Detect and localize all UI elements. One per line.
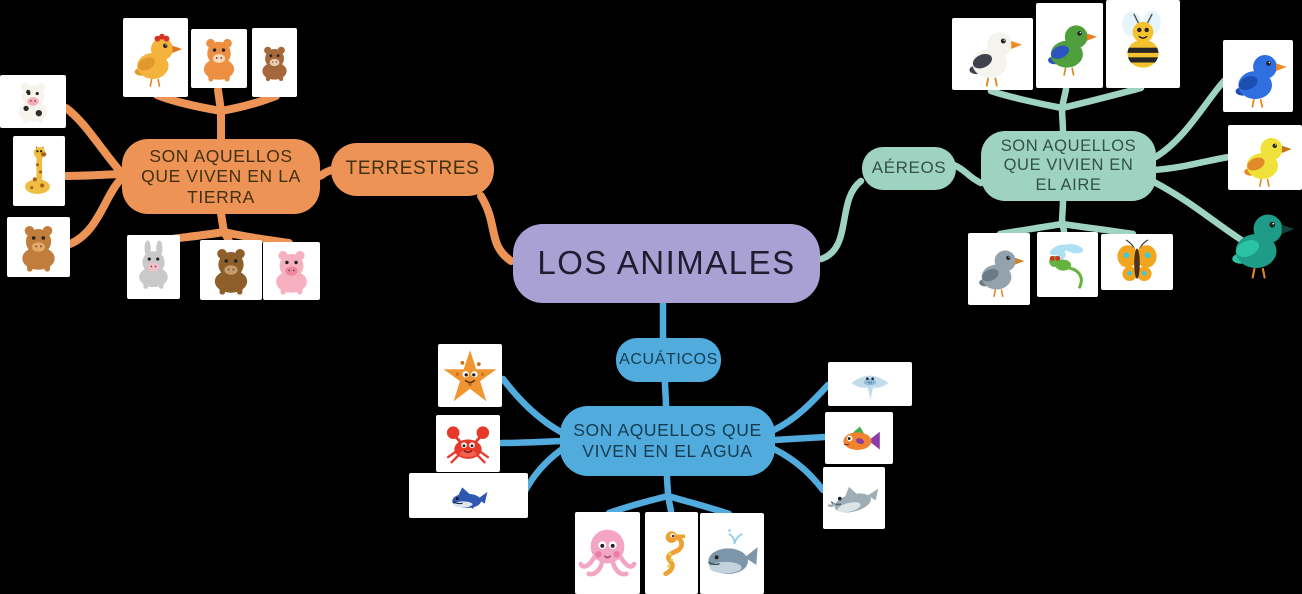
horse-image[interactable] <box>200 240 262 300</box>
pigeon-image[interactable] <box>968 233 1030 305</box>
bear-image[interactable] <box>7 217 70 277</box>
shark-image[interactable] <box>409 473 528 518</box>
dolphin-image[interactable] <box>823 467 885 529</box>
pelican-image[interactable] <box>952 18 1033 90</box>
giraffe-image[interactable] <box>13 136 65 206</box>
hummingbird-icon <box>1232 214 1295 279</box>
rabbit-icon <box>139 240 168 289</box>
connector-path <box>1058 104 1067 136</box>
terrestres-description-node[interactable]: SON AQUELLOS QUE VIVEN EN LA TIERRA <box>122 139 320 214</box>
parrot-icon <box>1048 25 1097 76</box>
butterfly-icon <box>1117 239 1157 282</box>
hummingbird-image[interactable] <box>1217 197 1302 283</box>
octopus-image[interactable] <box>575 512 640 594</box>
shark-icon <box>452 487 488 509</box>
whale-icon <box>708 529 758 574</box>
acuaticos-label-node[interactable]: ACUÁTICOS <box>616 338 721 382</box>
blue-bird-image[interactable] <box>1223 40 1293 112</box>
connector-path <box>770 445 827 494</box>
chicken-image[interactable] <box>123 18 188 97</box>
cow-icon <box>18 82 48 124</box>
connector-path <box>950 161 985 187</box>
pig-image[interactable] <box>263 242 320 300</box>
fish-icon <box>843 426 880 450</box>
central-topic-node[interactable]: LOS ANIMALES <box>513 224 820 303</box>
connector-path <box>770 381 832 434</box>
crab-image[interactable] <box>436 415 500 472</box>
connector-path <box>770 433 829 444</box>
blue-bird-icon <box>1235 55 1287 108</box>
dragonfly-icon <box>1049 243 1084 289</box>
bee-image[interactable] <box>1106 0 1180 88</box>
pigeon-icon <box>979 250 1025 298</box>
stingray-icon <box>851 375 889 400</box>
connector-path <box>477 192 515 265</box>
connector-path <box>1150 178 1250 247</box>
dragonfly-image[interactable] <box>1037 232 1098 297</box>
connector-path <box>605 492 672 517</box>
yellow-bird-icon <box>1244 138 1292 187</box>
rabbit-image[interactable] <box>127 235 180 299</box>
bee-icon <box>1122 10 1161 68</box>
acuaticos-connectors <box>497 300 832 518</box>
dolphin-icon <box>827 486 879 513</box>
pelican-icon <box>969 32 1023 87</box>
starfish-image[interactable] <box>438 344 502 407</box>
dog-image[interactable] <box>252 28 297 97</box>
connector-path <box>987 87 1066 112</box>
giraffe-icon <box>24 146 50 194</box>
aereos-description-node[interactable]: SON AQUELLOS QUE VIVIEN EN EL AIRE <box>981 131 1156 201</box>
connector-path <box>1150 77 1228 162</box>
parrot-image[interactable] <box>1036 3 1103 88</box>
cat-image[interactable] <box>191 29 247 88</box>
yellow-bird-image[interactable] <box>1228 125 1302 190</box>
connector-path <box>316 166 336 180</box>
octopus-icon <box>578 529 637 577</box>
stingray-image[interactable] <box>828 362 912 406</box>
connector-path <box>1058 220 1137 238</box>
chicken-icon <box>134 33 183 87</box>
connector-path <box>664 492 733 518</box>
horse-icon <box>214 249 248 295</box>
crab-icon <box>446 426 490 464</box>
cow-image[interactable] <box>0 75 66 128</box>
butterfly-image[interactable] <box>1101 234 1173 290</box>
starfish-icon <box>443 350 497 402</box>
aereos-label-node[interactable]: AÉREOS <box>862 147 956 190</box>
connector-path <box>497 437 565 447</box>
connector-path <box>1058 196 1067 228</box>
aereos-connectors <box>817 77 1250 263</box>
connector-path <box>521 446 565 495</box>
acuaticos-description-node[interactable]: SON AQUELLOS QUE VIVEN EN EL AGUA <box>560 406 775 476</box>
connector-path <box>58 170 124 180</box>
connector-path <box>499 375 565 436</box>
fish-image[interactable] <box>825 412 893 464</box>
seahorse-image[interactable] <box>645 512 698 594</box>
whale-image[interactable] <box>700 513 764 594</box>
connector-path <box>66 176 124 248</box>
cat-icon <box>203 38 235 82</box>
terrestres-connectors <box>58 86 515 265</box>
terrestres-label-node[interactable]: TERRESTRES <box>331 143 494 196</box>
seahorse-icon <box>663 531 686 577</box>
connector-path <box>217 92 280 115</box>
connector-path <box>1058 84 1145 112</box>
connector-path <box>153 91 225 115</box>
bear-icon <box>22 226 55 272</box>
connector-path <box>1150 153 1233 174</box>
pig-icon <box>276 251 307 295</box>
connector-path <box>661 378 670 410</box>
connector-path <box>62 104 123 174</box>
dog-icon <box>262 46 287 81</box>
connector-path <box>817 177 865 263</box>
